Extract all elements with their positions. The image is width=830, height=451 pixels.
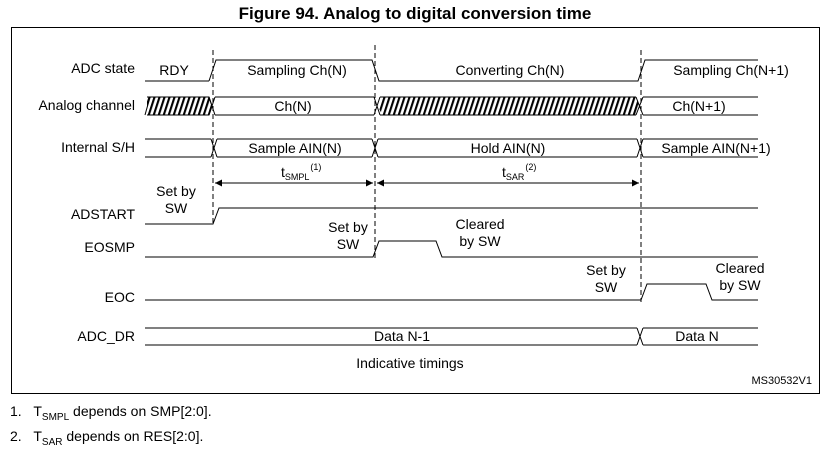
- analog-channel-ch-n: Ch(N): [274, 98, 311, 114]
- signal-name-adstart: ADSTART: [71, 206, 135, 222]
- waveform-adc-dr: [145, 327, 758, 346]
- waveform-eoc: [145, 283, 758, 301]
- signal-name-eosmp: EOSMP: [84, 239, 135, 255]
- eosmp-cleared-note-line1: Cleared: [455, 216, 504, 232]
- adc-state-converting-n: Converting Ch(N): [456, 62, 565, 78]
- adc-state-rdy: RDY: [159, 62, 189, 78]
- eoc-set-note-line2: SW: [595, 279, 618, 295]
- figure-frame: [11, 27, 820, 394]
- footnote-1-sub: SMPL: [41, 411, 70, 423]
- waveform-adstart: [145, 207, 758, 225]
- adstart-set-note-line1: Set by: [156, 183, 196, 199]
- waveform-adc-state: [145, 59, 758, 82]
- footnote-2-number: 2.: [10, 428, 22, 444]
- eosmp-cleared-note-line2: by SW: [459, 233, 501, 249]
- signal-name-internal-sh: Internal S/H: [61, 139, 135, 155]
- footnote-2-text: depends on RES[2:0].: [62, 428, 204, 444]
- signal-name-adc-dr: ADC_DR: [77, 328, 135, 344]
- waveform-eosmp: [145, 240, 758, 258]
- adc-dr-data-n: Data N: [675, 328, 719, 344]
- footnote-2-pre: T: [33, 428, 42, 444]
- footnote-2: 2. TSAR depends on RES[2:0].: [10, 428, 203, 448]
- signal-name-analog-channel: Analog channel: [38, 97, 135, 113]
- footnote-2-sub: SAR: [41, 436, 63, 448]
- footnote-1-pre: T: [33, 403, 42, 419]
- waveform-analog-channel: [144, 96, 758, 116]
- footnote-1-text: depends on SMP[2:0].: [69, 403, 212, 419]
- signal-name-eoc: EOC: [105, 289, 135, 305]
- eoc-cleared-note-line2: by SW: [719, 277, 761, 293]
- internal-sh-sample-n: Sample AIN(N): [248, 140, 341, 156]
- eosmp-set-note-line2: SW: [337, 236, 360, 252]
- analog-channel-ch-n1: Ch(N+1): [672, 98, 725, 114]
- figure-code: MS30532V1: [751, 375, 812, 387]
- internal-sh-sample-n1: Sample AIN(N+1): [661, 140, 770, 156]
- internal-sh-hold-n: Hold AIN(N): [471, 140, 546, 156]
- eoc-cleared-note-line1: Cleared: [715, 260, 764, 276]
- t-sar-label: tSAR(2): [502, 162, 536, 182]
- figure-title: Figure 94. Analog to digital conversion …: [239, 4, 592, 23]
- adc-state-sampling-n1: Sampling Ch(N+1): [673, 62, 789, 78]
- waveform-internal-sh: [145, 138, 758, 158]
- footnote-1: 1. TSMPL depends on SMP[2:0].: [10, 403, 212, 423]
- timing-markers: [212, 45, 642, 302]
- eoc-set-note-line1: Set by: [586, 262, 626, 278]
- adc-state-sampling-n: Sampling Ch(N): [247, 62, 347, 78]
- signal-name-adc-state: ADC state: [71, 60, 135, 76]
- indicative-timings-caption: Indicative timings: [356, 355, 463, 371]
- adstart-set-note-line2: SW: [165, 200, 188, 216]
- eosmp-set-note-line1: Set by: [328, 219, 368, 235]
- t-smpl-label: tSMPL(1): [281, 162, 321, 182]
- adc-dr-data-n-1: Data N-1: [374, 328, 430, 344]
- footnote-1-number: 1.: [10, 403, 22, 419]
